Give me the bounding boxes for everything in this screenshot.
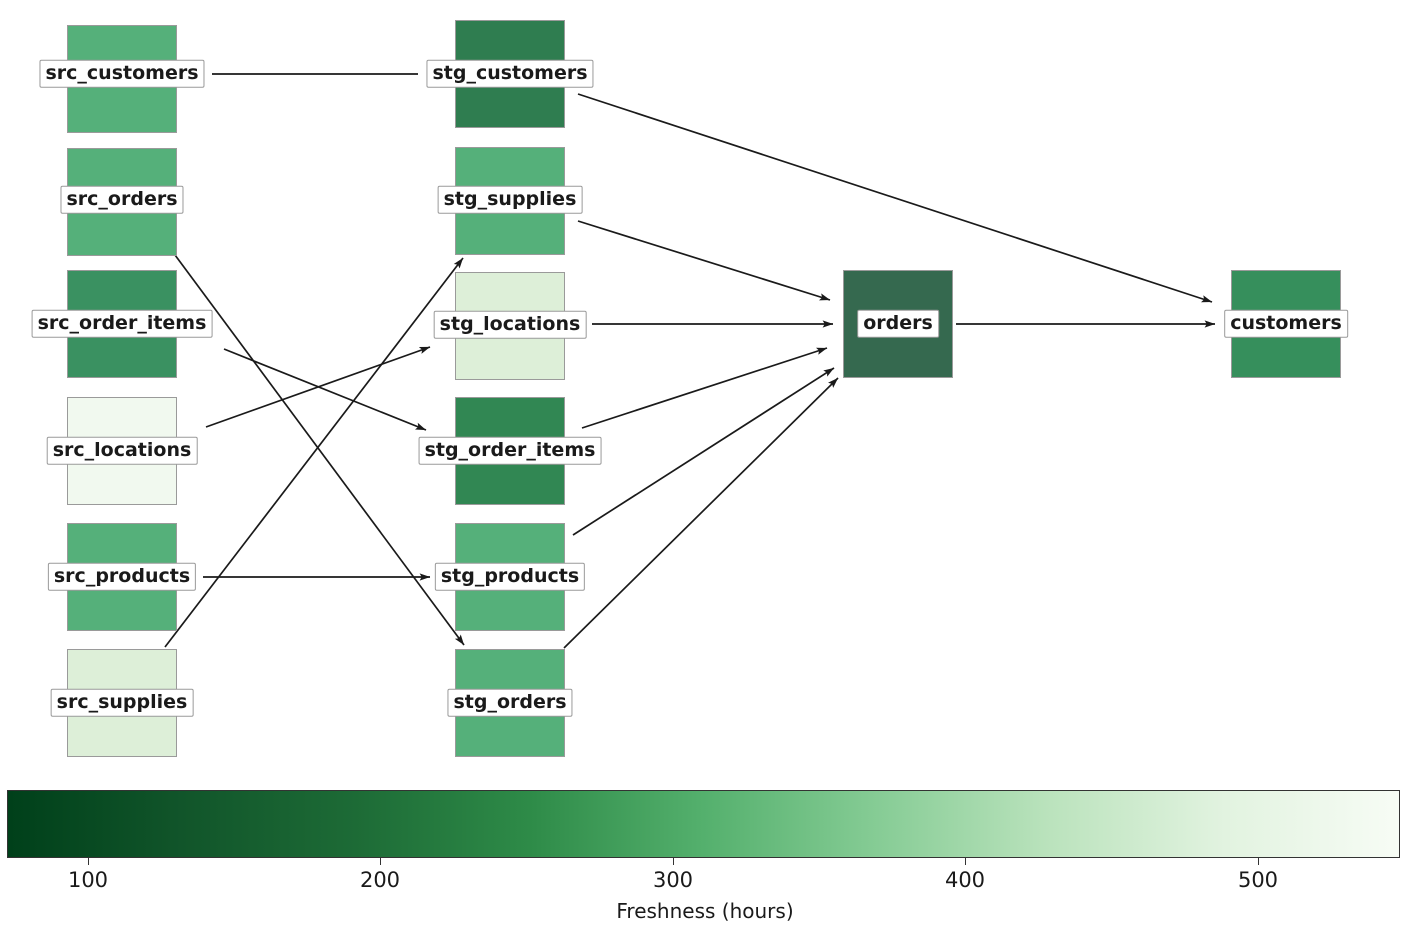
colorbar-tick-100 (88, 858, 89, 865)
node-label-stg-locations[interactable]: stg_locations (433, 310, 587, 340)
node-label-src-locations[interactable]: src_locations (46, 436, 198, 466)
node-label-orders[interactable]: orders (857, 309, 939, 339)
node-label-customers[interactable]: customers (1224, 309, 1348, 339)
lineage-graph-canvas: src_customers src_orders src_order_items… (31, 20, 1348, 757)
colorbar-tick-400 (965, 858, 966, 865)
colorbar-title: Freshness (hours) (616, 899, 794, 923)
edge-stg-order-items-to-orders (581, 347, 828, 429)
edge-src-locations-to-stg-locations (205, 346, 431, 428)
edge-stg-orders-to-orders (563, 377, 839, 649)
edge-stg-products-to-orders (572, 367, 835, 536)
colorbar-tick-200 (380, 858, 381, 865)
colorbar-ticklabel-500: 500 (1237, 868, 1279, 892)
node-label-src-order-items[interactable]: src_order_items (31, 309, 213, 339)
node-label-stg-products[interactable]: stg_products (434, 562, 586, 592)
edge-src-order-items-to-stg-order-items (223, 348, 427, 431)
colorbar: 100 200 300 400 500 Freshness (hours) (0, 780, 1410, 926)
node-label-src-supplies[interactable]: src_supplies (50, 688, 194, 718)
colorbar-tick-300 (673, 858, 674, 865)
colorbar-ticklabel-100: 100 (67, 868, 109, 892)
colorbar-tick-500 (1258, 858, 1259, 865)
edge-stg-supplies-to-orders (577, 220, 831, 301)
colorbar-ticklabel-300: 300 (652, 868, 694, 892)
edge-layer (164, 73, 1216, 649)
colorbar-ticklabel-200: 200 (359, 868, 401, 892)
node-label-src-customers[interactable]: src_customers (39, 59, 205, 89)
colorbar-ticklabel-400: 400 (944, 868, 986, 892)
node-label-stg-order-items[interactable]: stg_order_items (418, 436, 602, 466)
colorbar-gradient (7, 790, 1400, 858)
node-label-stg-customers[interactable]: stg_customers (426, 59, 594, 89)
node-label-src-orders[interactable]: src_orders (60, 185, 184, 215)
node-label-stg-supplies[interactable]: stg_supplies (437, 185, 583, 215)
node-label-stg-orders[interactable]: stg_orders (447, 688, 573, 718)
node-label-src-products[interactable]: src_products (47, 562, 197, 592)
